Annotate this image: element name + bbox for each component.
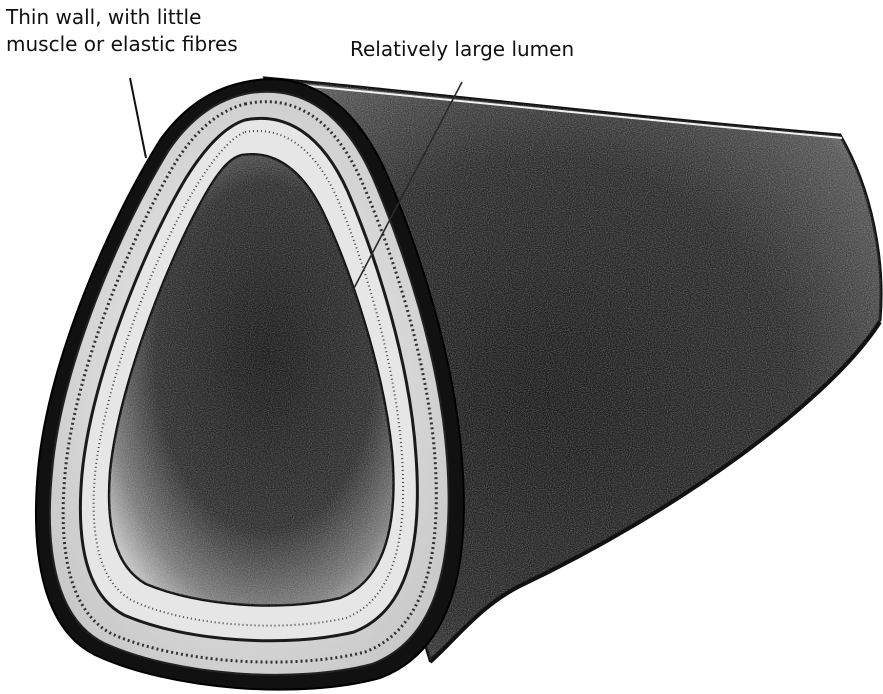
wall-annotation: Thin wall, with little muscle or elastic… [6, 4, 238, 58]
lumen-annotation: Relatively large lumen [350, 36, 574, 63]
wall-annotation-line-1: Thin wall, with little [6, 4, 238, 31]
wall-leader-line [130, 78, 146, 158]
wall-annotation-line-2: muscle or elastic fibres [6, 31, 238, 58]
